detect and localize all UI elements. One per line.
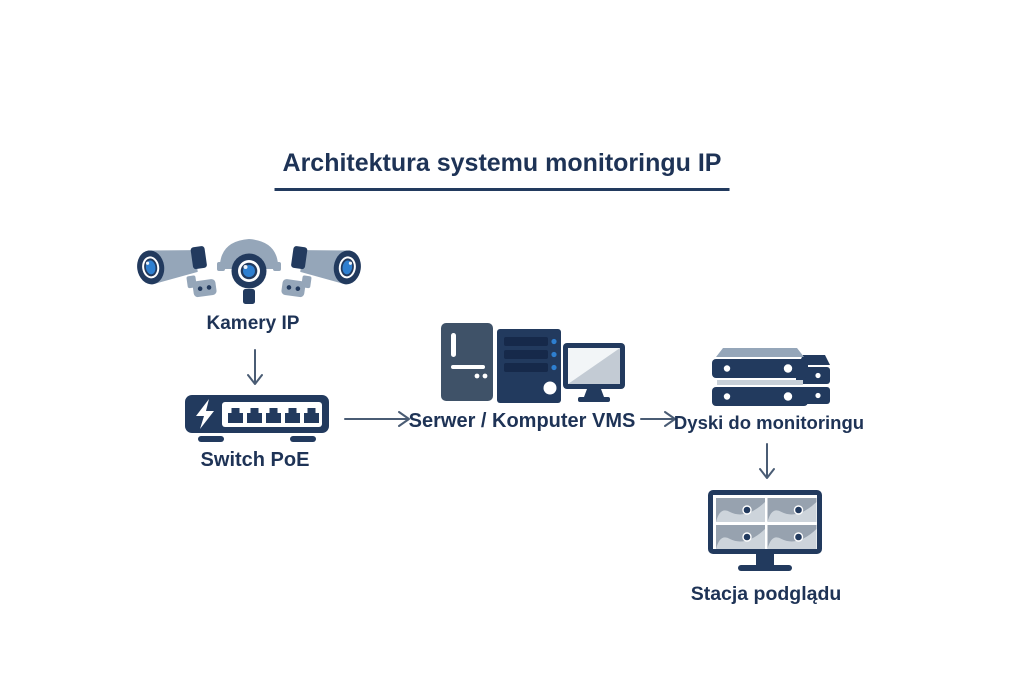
viewing-station-icon <box>707 489 825 575</box>
poe-switch-icon <box>184 393 330 445</box>
cameras-label: Kamery IP <box>206 313 300 334</box>
station-label: Stacja podglądu <box>690 583 842 605</box>
switch-label: Switch PoE <box>200 449 310 471</box>
arrow-disks-to-station <box>757 443 777 483</box>
arrow-switch-to-server <box>344 409 416 429</box>
ip-cameras-icon <box>133 236 365 314</box>
arrow-server-to-disks <box>640 409 682 429</box>
arrow-cameras-to-switch <box>245 349 265 389</box>
server-workstation-icon <box>441 321 625 403</box>
page-title: Architektura systemu monitoringu IP <box>274 149 730 191</box>
storage-drives-icon <box>706 345 832 413</box>
disks-label: Dyski do monitoringu <box>673 412 865 433</box>
server-label: Serwer / Komputer VMS <box>408 410 636 432</box>
